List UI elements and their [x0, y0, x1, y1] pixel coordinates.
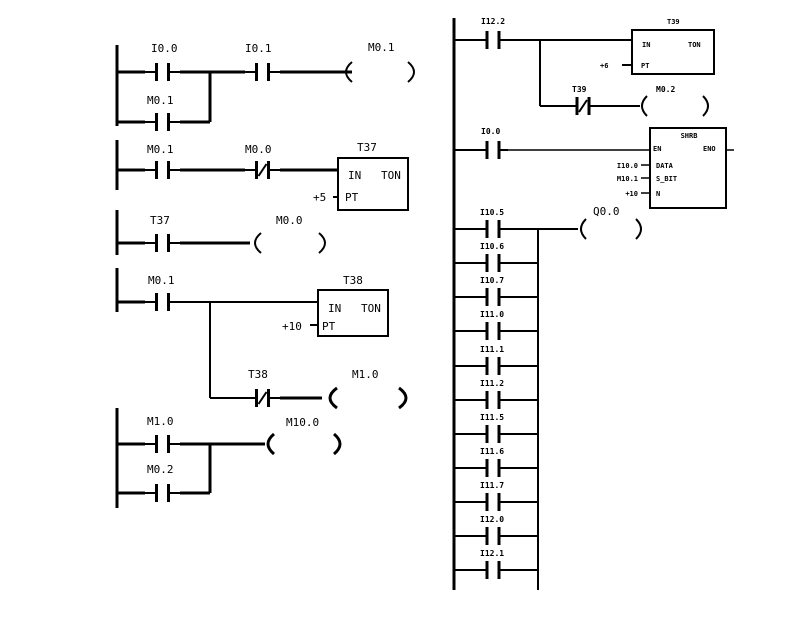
coil-right-arc	[635, 218, 642, 240]
timer-pt-value: +10	[282, 320, 302, 333]
contact-label-t38: T38	[248, 368, 268, 381]
contact-label-i12-0: I12.0	[480, 515, 504, 524]
shrb-sbit-value: M10.1	[617, 175, 638, 183]
timer-pt-value: +5	[313, 191, 326, 204]
contact-label-i12-2: I12.2	[481, 17, 505, 26]
shrb-en-label: EN	[653, 145, 661, 153]
timer-pt-label: PT	[322, 320, 336, 333]
coil-label-m0-0: M0.0	[276, 214, 303, 227]
coil-label-m0-2: M0.2	[656, 85, 675, 94]
shrb-eno-label: ENO	[703, 145, 716, 153]
coil-label-m1-0: M1.0	[352, 368, 379, 381]
coil-left-arc	[641, 95, 648, 117]
contact-label-m0-1: M0.1	[147, 94, 174, 107]
coil-left-arc	[328, 386, 338, 410]
shrb-name: SHRB	[681, 132, 698, 140]
coil-right-arc	[318, 232, 326, 254]
contact-label-i11-0: I11.0	[480, 310, 504, 319]
coil-right-arc	[702, 95, 709, 117]
timer-type-ton: TON	[361, 302, 381, 315]
contact-label-i11-6: I11.6	[480, 447, 504, 456]
timer-in-label: IN	[642, 41, 650, 49]
coil-left-arc	[345, 61, 353, 83]
contact-label-t37: T37	[150, 214, 170, 227]
timer-name-t38: T38	[343, 274, 363, 287]
contact-label-t39: T39	[572, 85, 587, 94]
coil-right-arc	[332, 432, 342, 456]
contact-nc-slash	[257, 163, 268, 177]
timer-box-t37	[337, 157, 409, 211]
timer-box-t39	[631, 29, 715, 75]
coil-label-m10-0: M10.0	[286, 416, 319, 429]
shrb-sbit-label: S_BIT	[656, 175, 677, 183]
contact-label-i11-2: I11.2	[480, 379, 504, 388]
contact-label-i10-5: I10.5	[480, 208, 504, 217]
contact-label-i11-1: I11.1	[480, 345, 504, 354]
coil-right-arc	[398, 386, 408, 410]
contact-label-i0-0: I0.0	[481, 127, 500, 136]
contact-label-i12-1: I12.1	[480, 549, 504, 558]
contact-label-i10-6: I10.6	[480, 242, 504, 251]
coil-left-arc	[254, 232, 262, 254]
contact-label-m0-2: M0.2	[147, 463, 174, 476]
contact-label-i0-0: I0.0	[151, 42, 178, 55]
contact-label-m0-0: M0.0	[245, 143, 272, 156]
shrb-n-label: N	[656, 190, 660, 198]
contact-label-m0-1: M0.1	[147, 143, 174, 156]
contact-label-i10-7: I10.7	[480, 276, 504, 285]
contact-label-m1-0: M1.0	[147, 415, 174, 428]
contact-nc-slash	[578, 99, 588, 113]
timer-in-label: IN	[348, 169, 361, 182]
coil-left-arc	[266, 432, 276, 456]
contact-label-i0-1: I0.1	[245, 42, 272, 55]
contact-label-i11-5: I11.5	[480, 413, 504, 422]
timer-pt-value: +6	[600, 62, 608, 70]
contact-label-i11-7: I11.7	[480, 481, 504, 490]
timer-box-t38	[317, 289, 389, 337]
shrb-block	[649, 127, 727, 209]
timer-pt-label: PT	[641, 62, 649, 70]
timer-pt-label: PT	[345, 191, 359, 204]
shrb-n-value: +10	[625, 190, 638, 198]
coil-right-arc	[407, 61, 415, 83]
contact-nc-slash	[257, 391, 268, 405]
timer-name-t37: T37	[357, 141, 377, 154]
timer-in-label: IN	[328, 302, 341, 315]
timer-type-ton: TON	[381, 169, 401, 182]
coil-label-q0-0: Q0.0	[593, 205, 620, 218]
timer-type-ton: TON	[688, 41, 701, 49]
coil-label-m0-1: M0.1	[368, 41, 395, 54]
coil-left-arc	[580, 218, 587, 240]
shrb-data-label: DATA	[656, 162, 674, 170]
shrb-data-value: I10.0	[617, 162, 638, 170]
contact-label-m0-1: M0.1	[148, 274, 175, 287]
timer-name-t39: T39	[667, 18, 680, 26]
